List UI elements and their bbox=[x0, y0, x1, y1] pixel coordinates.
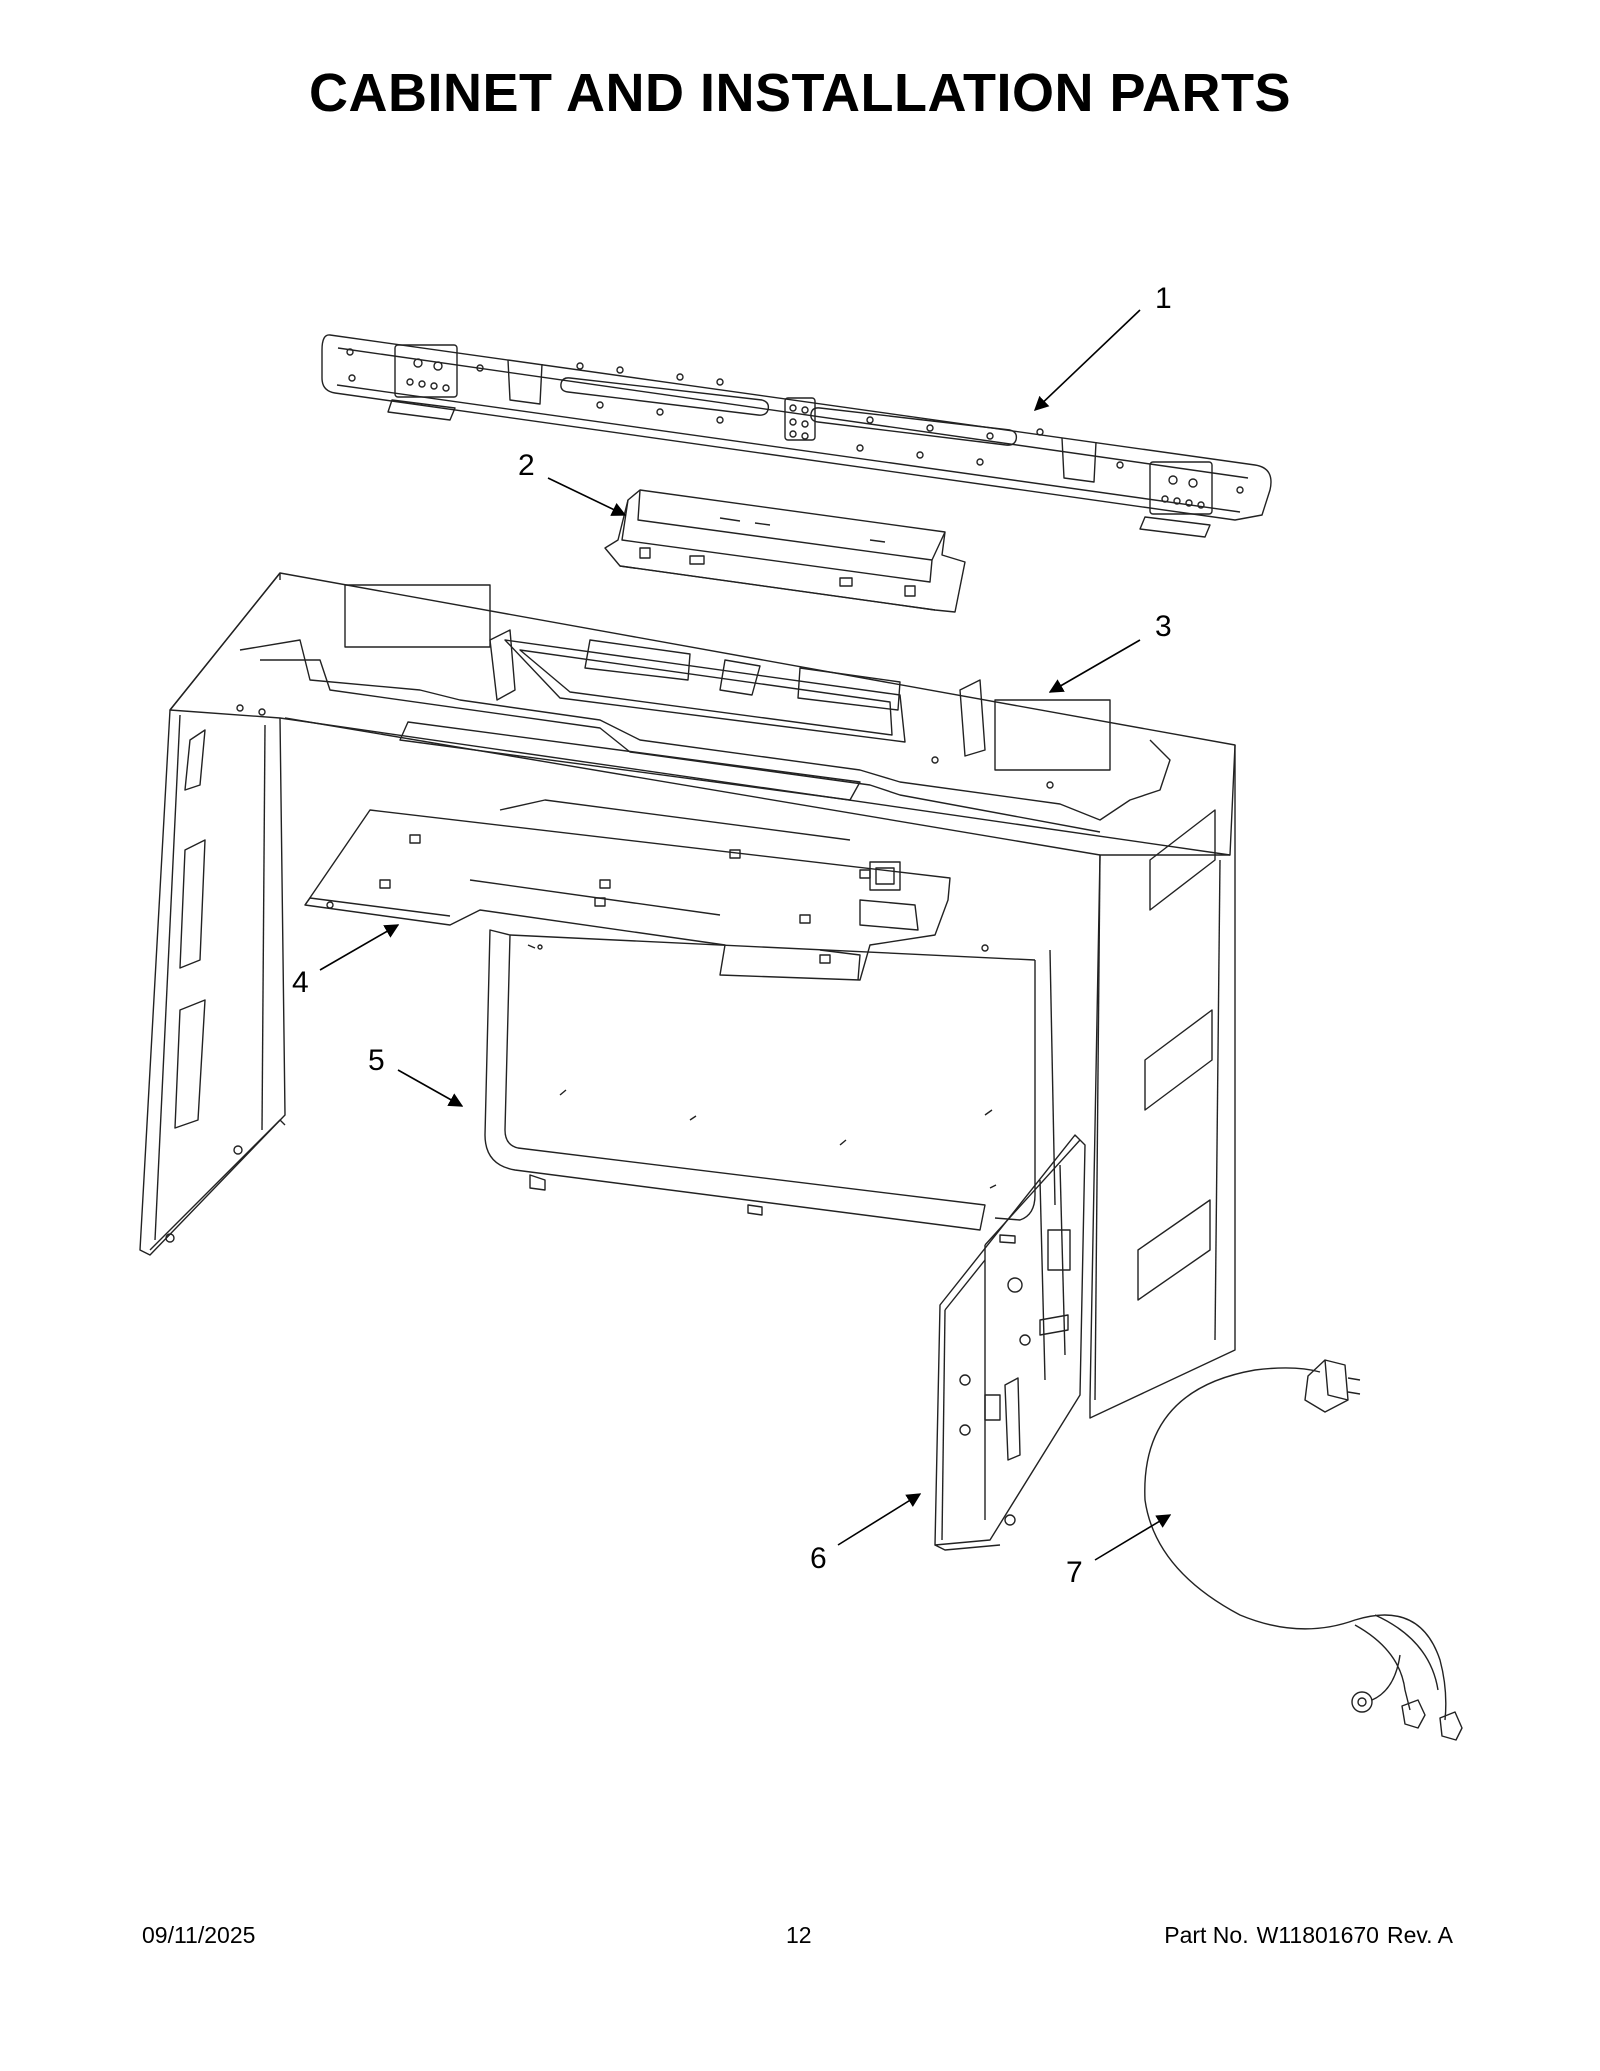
leader-7 bbox=[1094, 1514, 1172, 1561]
callout-1: 1 bbox=[1155, 282, 1172, 315]
callout-numbers: 1 2 3 4 5 6 7 bbox=[292, 282, 1172, 1589]
footer-part-number: Part No. W11801670 Rev. A bbox=[1156, 1922, 1453, 1949]
callout-3: 3 bbox=[1155, 610, 1172, 643]
power-cord-drawing bbox=[1144, 1359, 1463, 1741]
leader-1 bbox=[1033, 309, 1141, 411]
callout-7: 7 bbox=[1066, 1556, 1083, 1589]
part-label: Part No. bbox=[1164, 1922, 1249, 1948]
callout-5: 5 bbox=[368, 1044, 385, 1077]
part-number: W11801670 bbox=[1256, 1922, 1379, 1948]
page-title: CABINET AND INSTALLATION PARTS bbox=[309, 63, 1291, 123]
callout-4: 4 bbox=[292, 966, 309, 999]
revision: Rev. A bbox=[1386, 1922, 1453, 1948]
leader-3 bbox=[1048, 639, 1141, 693]
leader-6 bbox=[837, 1493, 922, 1546]
electrical-box-drawing bbox=[604, 489, 966, 613]
leader-2 bbox=[547, 477, 627, 516]
top-plate-drawing bbox=[304, 799, 951, 981]
callout-leaders bbox=[319, 309, 1172, 1561]
mounting-rail-drawing bbox=[321, 334, 1272, 538]
side-bracket-drawing bbox=[934, 1134, 1086, 1551]
leader-4 bbox=[319, 924, 400, 971]
footer-page-number: 12 bbox=[786, 1922, 812, 1948]
inner-frame-drawing bbox=[484, 929, 1056, 1244]
callout-2: 2 bbox=[518, 449, 535, 482]
footer-date: 09/11/2025 bbox=[142, 1922, 256, 1948]
leader-5 bbox=[397, 1069, 464, 1107]
cabinet-wrapper-drawing bbox=[139, 572, 1236, 1419]
callout-6: 6 bbox=[810, 1542, 827, 1575]
